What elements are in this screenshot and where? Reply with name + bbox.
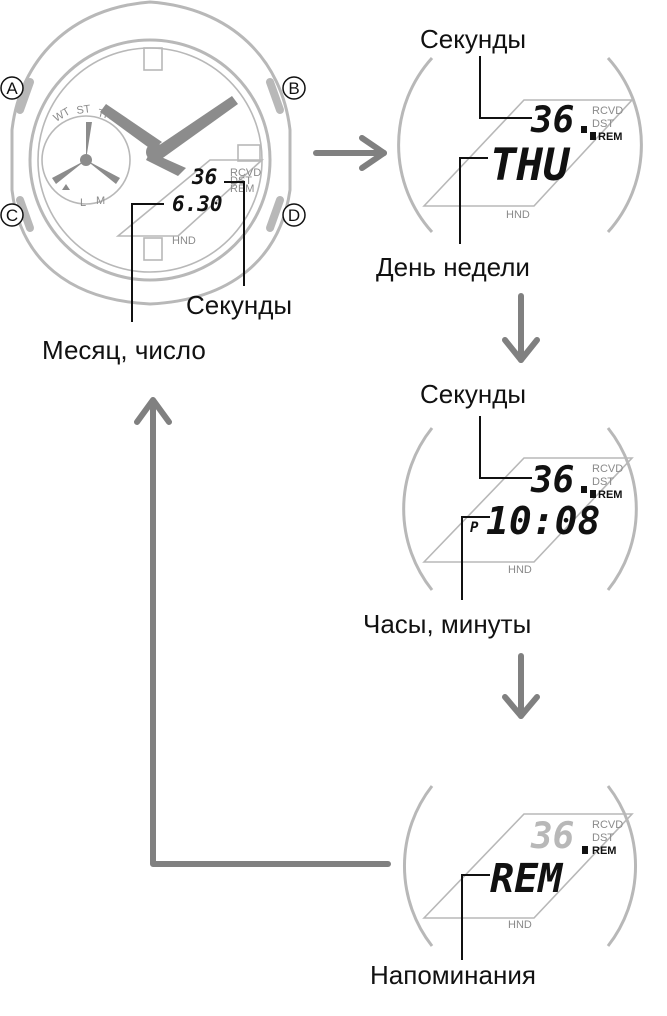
- arrow-return-head: [134, 397, 172, 425]
- screen-time-main: 10:08: [486, 499, 600, 543]
- button-c: C: [0, 203, 24, 227]
- screen-time-leader-bottom: [461, 516, 490, 600]
- screen-reminder-dst: DST: [592, 832, 614, 844]
- display-screen-time: 36 P 10:08 RCVD DST REM HND Секунды Часы…: [363, 379, 638, 639]
- screen-day-dot: [581, 126, 587, 133]
- arrow-down-2-head: [502, 694, 540, 719]
- button-b-label: B: [288, 79, 299, 98]
- caption-month-day: Месяц, число: [42, 335, 206, 365]
- screen-reminder-seconds: 36: [530, 816, 574, 857]
- screen-day-leader-bottom: [459, 157, 488, 244]
- screen-time-leader-top: [479, 416, 532, 479]
- screen-reminder-leader-bottom: [461, 874, 490, 960]
- screen-time-top-caption: Секунды: [420, 379, 526, 409]
- screen-time-hnd: HND: [508, 564, 532, 576]
- button-d-label: D: [288, 206, 300, 225]
- screen-time-seconds: 36: [530, 460, 574, 501]
- screen-time-bottom-caption: Часы, минуты: [363, 609, 531, 639]
- watch-indicator-rem: REM: [230, 183, 254, 195]
- screen-day-leader-top: [479, 56, 532, 119]
- screen-day-dst: DST: [592, 118, 614, 130]
- subdial-mark-l: L: [80, 197, 86, 209]
- display-screen-day: 36 THU RCVD DST REM HND Секунды День нед…: [376, 24, 643, 282]
- subdial-mark-wt: WT: [52, 106, 73, 125]
- screen-day-top-caption: Секунды: [420, 24, 526, 54]
- screen-reminder-rem: REM: [592, 845, 616, 857]
- flow-arrows: [134, 135, 540, 867]
- screen-day-rem-marker: [590, 132, 596, 140]
- screen-reminder-bottom-caption: Напоминания: [370, 960, 536, 990]
- watch-indicator-hnd: HND: [172, 235, 196, 247]
- screen-reminder-hnd: HND: [508, 919, 532, 931]
- subdial-mark-st: ST: [76, 103, 92, 117]
- button-c-label: C: [6, 206, 18, 225]
- watch-indicator-rcvd: RCVD: [230, 167, 261, 179]
- subdial-mark-m: M: [96, 195, 105, 207]
- screen-time-dst: DST: [592, 476, 614, 488]
- screen-reminder-rcvd: RCVD: [592, 819, 623, 831]
- button-d: D: [282, 203, 306, 227]
- screen-time-dot: [581, 486, 587, 493]
- main-hands: [100, 96, 238, 176]
- arrow-right-head: [359, 135, 387, 171]
- arrow-return: [150, 399, 391, 867]
- caption-watch-seconds: Секунды: [186, 290, 292, 320]
- screen-day-seconds: 36: [530, 100, 574, 141]
- watch-lcd-date: 6.30: [172, 192, 223, 216]
- screen-time-rem-marker: [590, 490, 596, 498]
- button-a-label: A: [6, 79, 18, 98]
- watch-face: A B C D WT ST TR L M: [0, 0, 306, 322]
- screen-day-rcvd: RCVD: [592, 105, 623, 117]
- button-b: B: [282, 76, 306, 100]
- screen-reminder-rem-marker: [582, 846, 588, 854]
- arrow-down-1-head: [502, 337, 540, 363]
- screen-time-rcvd: RCVD: [592, 463, 623, 475]
- screen-time-rem: REM: [598, 489, 622, 501]
- bluetooth-icon: [62, 184, 70, 190]
- screen-reminder-main: REM: [490, 856, 564, 902]
- screen-day-hnd: HND: [506, 209, 530, 221]
- watch-lcd-seconds: 36: [191, 165, 217, 189]
- screen-day-bottom-caption: День недели: [376, 252, 530, 282]
- screen-day-rem: REM: [598, 131, 622, 143]
- screen-time-pm: P: [470, 520, 479, 536]
- button-a: A: [0, 76, 24, 100]
- screen-day-main: THU: [490, 140, 571, 191]
- display-screen-reminder: 36 REM RCVD DST REM HND Напоминания: [370, 785, 637, 990]
